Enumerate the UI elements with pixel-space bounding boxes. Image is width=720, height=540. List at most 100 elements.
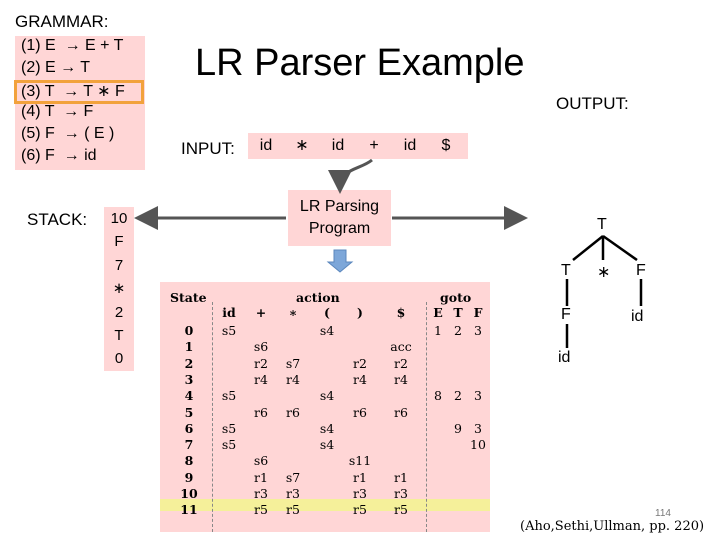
action-cell: s7 (285, 355, 301, 371)
table-state: 9 (184, 469, 194, 485)
tree-node: id (558, 349, 571, 366)
table-divider (426, 302, 427, 532)
action-cell: r3 (254, 486, 268, 501)
grammar-rule-highlight (14, 80, 144, 104)
goto-col-header: T (453, 305, 463, 320)
table-state: 7 (184, 437, 194, 453)
input-token: $ (441, 137, 451, 154)
action-col-header: ∗ (288, 305, 298, 320)
action-col-header: $ (396, 305, 406, 320)
tree-node: F (636, 262, 646, 279)
action-cell: s4 (319, 323, 335, 338)
table-state: 5 (184, 404, 194, 420)
action-cell: s5 (221, 388, 237, 404)
input-token: + (369, 137, 379, 154)
action-cell: s5 (221, 420, 237, 436)
goto-cell: 2 (454, 388, 462, 404)
stack-item: 10 (110, 210, 128, 227)
tree-node: id (631, 308, 644, 325)
table-state: 8 (184, 453, 194, 469)
action-cell: acc (390, 339, 412, 355)
tree-edge (572, 235, 604, 261)
program-label-line1: LR Parsing (299, 198, 380, 215)
page-number: 114 (655, 508, 671, 519)
action-cell: r3 (394, 486, 408, 501)
action-cell: r6 (394, 404, 408, 420)
action-col-header: + (255, 305, 267, 320)
parser-stack: 10 F 7 ∗ 2 T 0 (104, 207, 134, 371)
grammar-rule: (4) T → F (21, 103, 94, 120)
tree-node: F (561, 306, 571, 323)
stack-item: 0 (114, 350, 124, 368)
table-state: 4 (184, 388, 194, 404)
goto-cell: 2 (454, 323, 462, 338)
input-token: ∗ (295, 137, 309, 154)
tree-node: ∗ (597, 264, 611, 281)
goto-col-header: F (473, 305, 483, 320)
action-cell: r4 (353, 371, 367, 387)
stack-label: STACK: (27, 210, 88, 229)
action-cell: r1 (353, 469, 367, 485)
action-cell: s5 (221, 437, 237, 453)
action-cell: s11 (348, 453, 372, 469)
grammar-rule: (6) F → id (21, 147, 97, 164)
grammar-rule: (3) T → T ∗ F (21, 83, 125, 100)
program-label-line2: Program (308, 220, 371, 237)
stack-item: T (114, 326, 124, 344)
citation: (Aho,Sethi,Ullman, pp. 220) (520, 519, 705, 534)
action-cell: r5 (394, 502, 408, 518)
action-header: action (296, 290, 340, 305)
table-state: 10 (180, 486, 198, 501)
goto-header: goto (440, 290, 472, 305)
program-to-table-arrow (326, 249, 354, 273)
stack-item: 7 (114, 256, 124, 274)
action-cell: r4 (286, 371, 300, 387)
input-pointer-arrow (328, 158, 373, 194)
action-col-header: ) (357, 305, 363, 320)
stack-item: F (114, 233, 124, 251)
action-col-header: id (222, 305, 236, 320)
lr-parsing-program: LR Parsing Program (288, 190, 391, 246)
table-state: 0 (184, 323, 194, 338)
goto-cell: 3 (474, 323, 482, 338)
action-cell: s6 (253, 339, 269, 355)
goto-cell: 9 (454, 420, 462, 436)
action-cell: r6 (286, 404, 300, 420)
input-tape: id ∗ id + id $ (248, 133, 468, 159)
input-token: id (259, 137, 273, 154)
table-state: 11 (180, 502, 198, 518)
action-cell: r2 (353, 355, 367, 371)
grammar-rule: (1) E → E + T (21, 37, 124, 54)
table-state: 3 (184, 371, 194, 387)
action-cell: s5 (221, 323, 237, 338)
action-cell: r4 (394, 371, 408, 387)
goto-col-header: E (433, 305, 443, 320)
action-cell: r2 (394, 355, 408, 371)
goto-cell: 10 (470, 437, 486, 453)
grammar-label: GRAMMAR: (15, 12, 109, 31)
table-state: 1 (184, 339, 194, 355)
output-label: OUTPUT: (556, 94, 629, 113)
action-cell: r3 (286, 486, 300, 501)
action-cell: r3 (353, 486, 367, 501)
input-token: id (403, 137, 417, 154)
action-cell: r6 (353, 404, 367, 420)
table-state: 2 (184, 355, 194, 371)
goto-cell: 8 (434, 388, 442, 404)
table-state: 6 (184, 420, 194, 436)
action-cell: r5 (254, 502, 268, 518)
action-cell: r5 (286, 502, 300, 518)
action-cell: r5 (353, 502, 367, 518)
state-header: State (170, 290, 207, 305)
input-label: INPUT: (181, 139, 235, 158)
tree-node: T (597, 216, 607, 233)
goto-cell: 3 (474, 388, 482, 404)
action-col-header: ( (324, 305, 330, 320)
slide-title: LR Parser Example (195, 42, 525, 84)
grammar-rule: (5) F → ( E ) (21, 125, 115, 142)
tree-edge (602, 234, 638, 262)
action-cell: s6 (253, 453, 269, 469)
action-cell: r2 (254, 355, 268, 371)
